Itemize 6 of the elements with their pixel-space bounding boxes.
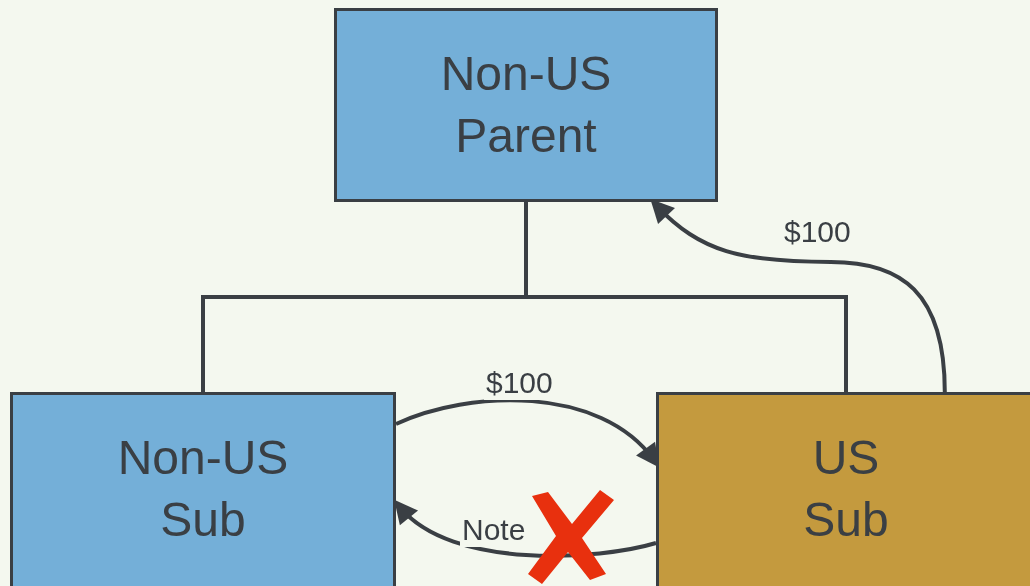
entity-box [656,392,1030,586]
entity-box [10,392,396,586]
entity-box [334,8,718,202]
entity-name: Non-US Parent [439,46,613,164]
entity-name: Non-US Sub [116,430,290,548]
entity-name: US Sub [802,430,890,548]
